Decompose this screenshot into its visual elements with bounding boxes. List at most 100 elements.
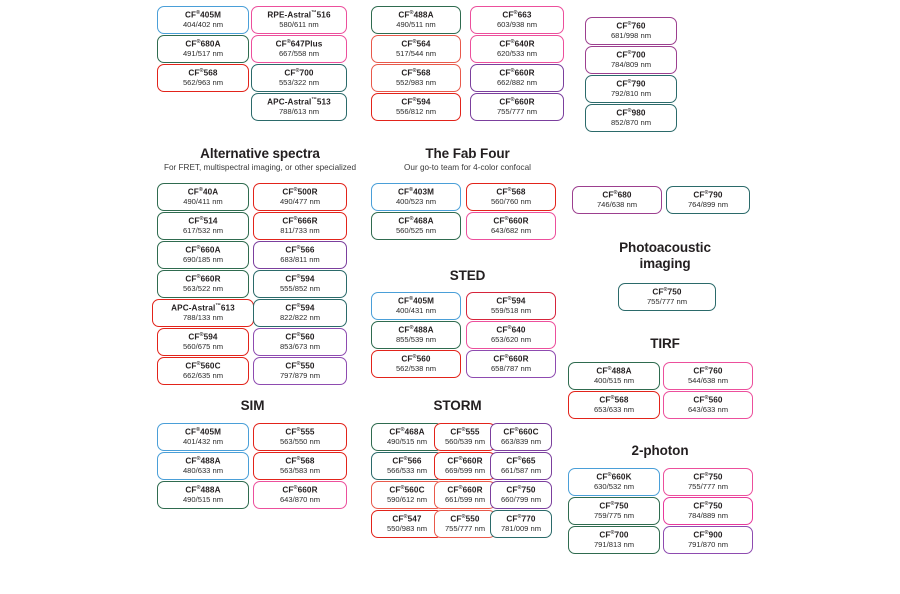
dye-value: 553/322 nm (278, 77, 320, 87)
dye-chip[interactable]: CF®790 792/810 nm (585, 75, 677, 103)
dye-value: 660/799 nm (500, 494, 542, 504)
dye-name: APC-Astral™613 (171, 302, 235, 313)
registered-mark: ® (196, 38, 201, 45)
dye-chip[interactable]: CF®660R 662/882 nm (470, 64, 564, 92)
dye-value: 822/822 nm (279, 312, 321, 322)
dye-chip[interactable]: APC-Astral™513 788/613 nm (251, 93, 347, 121)
dye-name: CF®40A (187, 186, 219, 197)
dye-value: 792/810 nm (610, 88, 652, 98)
dye-chip[interactable]: CF®760 681/998 nm (585, 17, 677, 45)
dye-chip[interactable]: CF®594 556/812 nm (371, 93, 461, 121)
registered-mark: ® (403, 455, 408, 462)
dye-chip[interactable]: CF®680A 491/517 nm (157, 35, 249, 63)
dye-value: 491/517 nm (182, 48, 224, 58)
dye-chip[interactable]: RPE-Astral™516 580/611 nm (251, 6, 347, 34)
dye-chip[interactable]: CF®568 562/963 nm (157, 64, 249, 92)
dye-chip[interactable]: CF®568 552/983 nm (371, 64, 461, 92)
dye-chip[interactable]: CF®488A 490/511 nm (371, 6, 461, 34)
dye-name: CF®564 (401, 38, 431, 49)
dye-name: CF®790 (693, 189, 723, 200)
dye-chip[interactable]: CF®640R 620/533 nm (470, 35, 564, 63)
dye-name: CF®594 (496, 295, 526, 306)
dye-value: 563/522 nm (182, 283, 224, 293)
dye-value: 490/515 nm (386, 436, 428, 446)
dye-chip[interactable]: CF®700 784/809 nm (585, 46, 677, 74)
registered-mark: ® (504, 215, 509, 222)
dye-chip[interactable]: CF®700 553/322 nm (251, 64, 347, 92)
dye-value: 617/532 nm (182, 225, 224, 235)
dye-chip[interactable]: CF®647Plus 667/558 nm (251, 35, 347, 63)
dye-value: 681/998 nm (610, 30, 652, 40)
dye-chip[interactable]: CF®660R 755/777 nm (470, 93, 564, 121)
dye-chip[interactable]: CF®564 517/544 nm (371, 35, 461, 63)
dye-value: 400/431 nm (395, 305, 437, 315)
dye-name: CF®594 (285, 302, 315, 313)
dye-name: CF®660R (493, 353, 529, 364)
registered-mark: ® (409, 324, 414, 331)
dye-value: 490/477 nm (279, 196, 321, 206)
dye-value: 480/633 nm (182, 465, 224, 475)
dye-value: 562/538 nm (395, 363, 437, 373)
dye-chip[interactable]: CF®663 603/938 nm (470, 6, 564, 34)
dye-value: 620/533 nm (496, 48, 538, 58)
dye-chip[interactable]: CF®980 852/870 nm (585, 104, 677, 132)
registered-mark: ® (196, 244, 201, 251)
dye-chip[interactable]: CF®405M 404/402 nm (157, 6, 249, 34)
